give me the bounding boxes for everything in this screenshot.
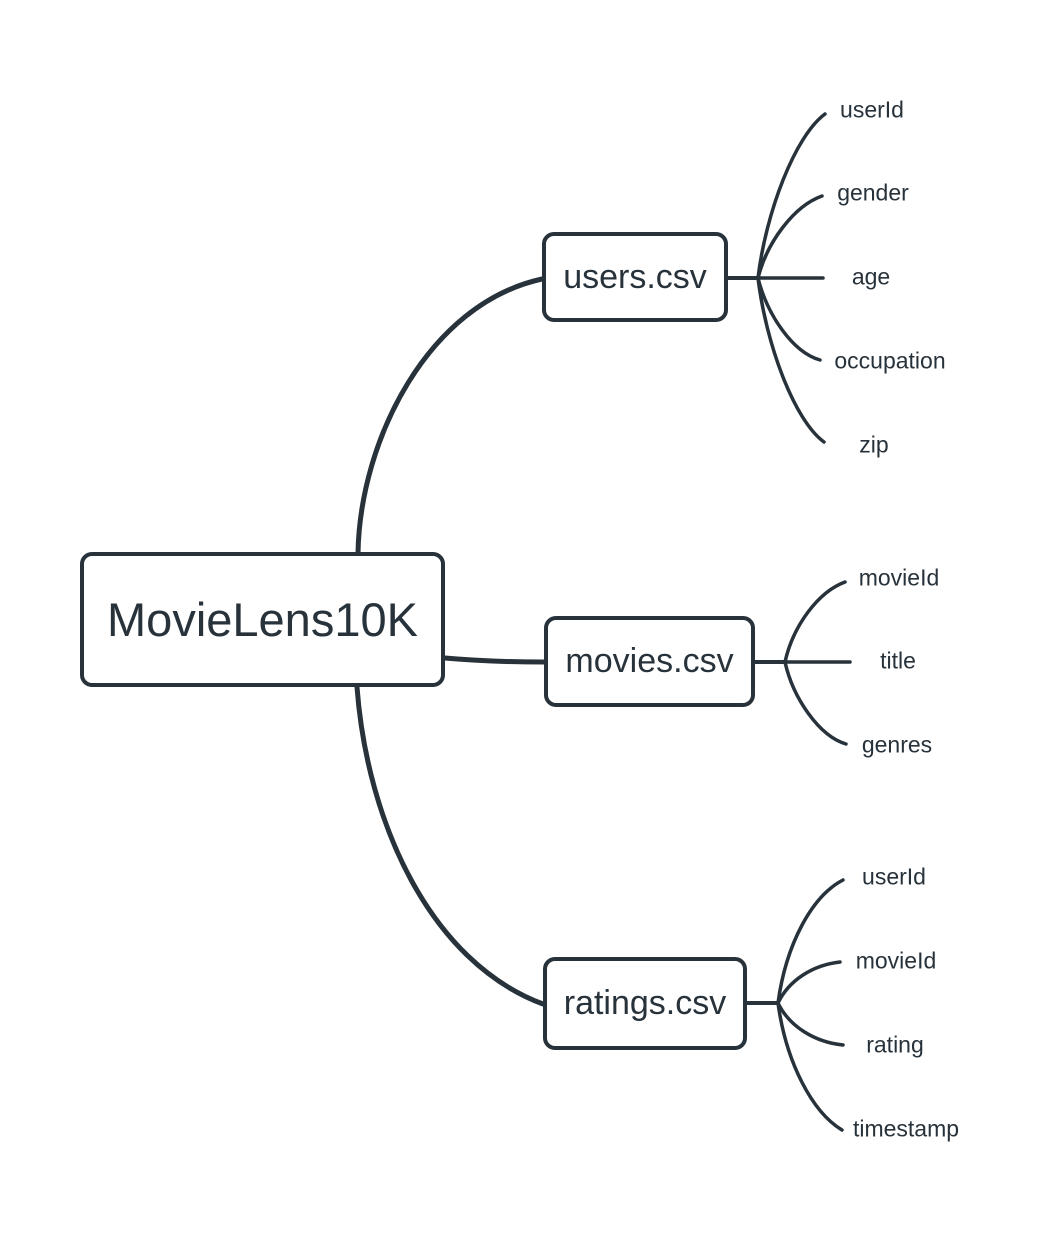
edge-users-occupation [756,276,822,362]
leaf-movies-title: title [880,647,916,674]
edge-root-movies [442,655,547,665]
edge-root-ratings [354,684,546,1007]
root-node-label: MovieLens10K [107,593,418,646]
node-movies-csv-label: movies.csv [565,642,734,680]
leaf-users-gender: gender [837,179,909,206]
edge-ratings-userid [776,878,845,1005]
leaf-users-occupation: occupation [834,347,946,374]
edge-users-userid [756,112,827,280]
edge-ratings-rating [776,1001,845,1047]
edge-movies-genres [783,660,848,746]
root-node: MovieLens10K [80,552,445,687]
node-users-csv: users.csv [542,232,728,322]
leaf-ratings-timestamp: timestamp [852,1115,960,1142]
leaf-users-userid: userId [840,96,904,123]
edge-users-zip [756,276,826,444]
leaf-users-zip: zip [859,431,889,458]
node-movies-csv: movies.csv [544,616,755,707]
leaf-movies-genres: genres [861,731,933,758]
leaf-ratings-movieid: movieId [855,947,937,974]
leaf-movies-movieid: movieId [858,564,940,591]
edge-movies-movieid [783,580,847,664]
leaf-ratings-userid: userId [862,863,926,890]
leaf-ratings-rating: rating [866,1031,924,1058]
node-ratings-csv-label: ratings.csv [563,984,727,1022]
node-ratings-csv: ratings.csv [543,957,747,1050]
edge-root-users [355,276,545,556]
edge-ratings-movieid [776,960,842,1005]
leaf-users-age: age [851,263,891,290]
node-users-csv-label: users.csv [563,257,707,296]
edge-users-gender [756,194,824,280]
edge-ratings-timestamp [776,1001,844,1132]
